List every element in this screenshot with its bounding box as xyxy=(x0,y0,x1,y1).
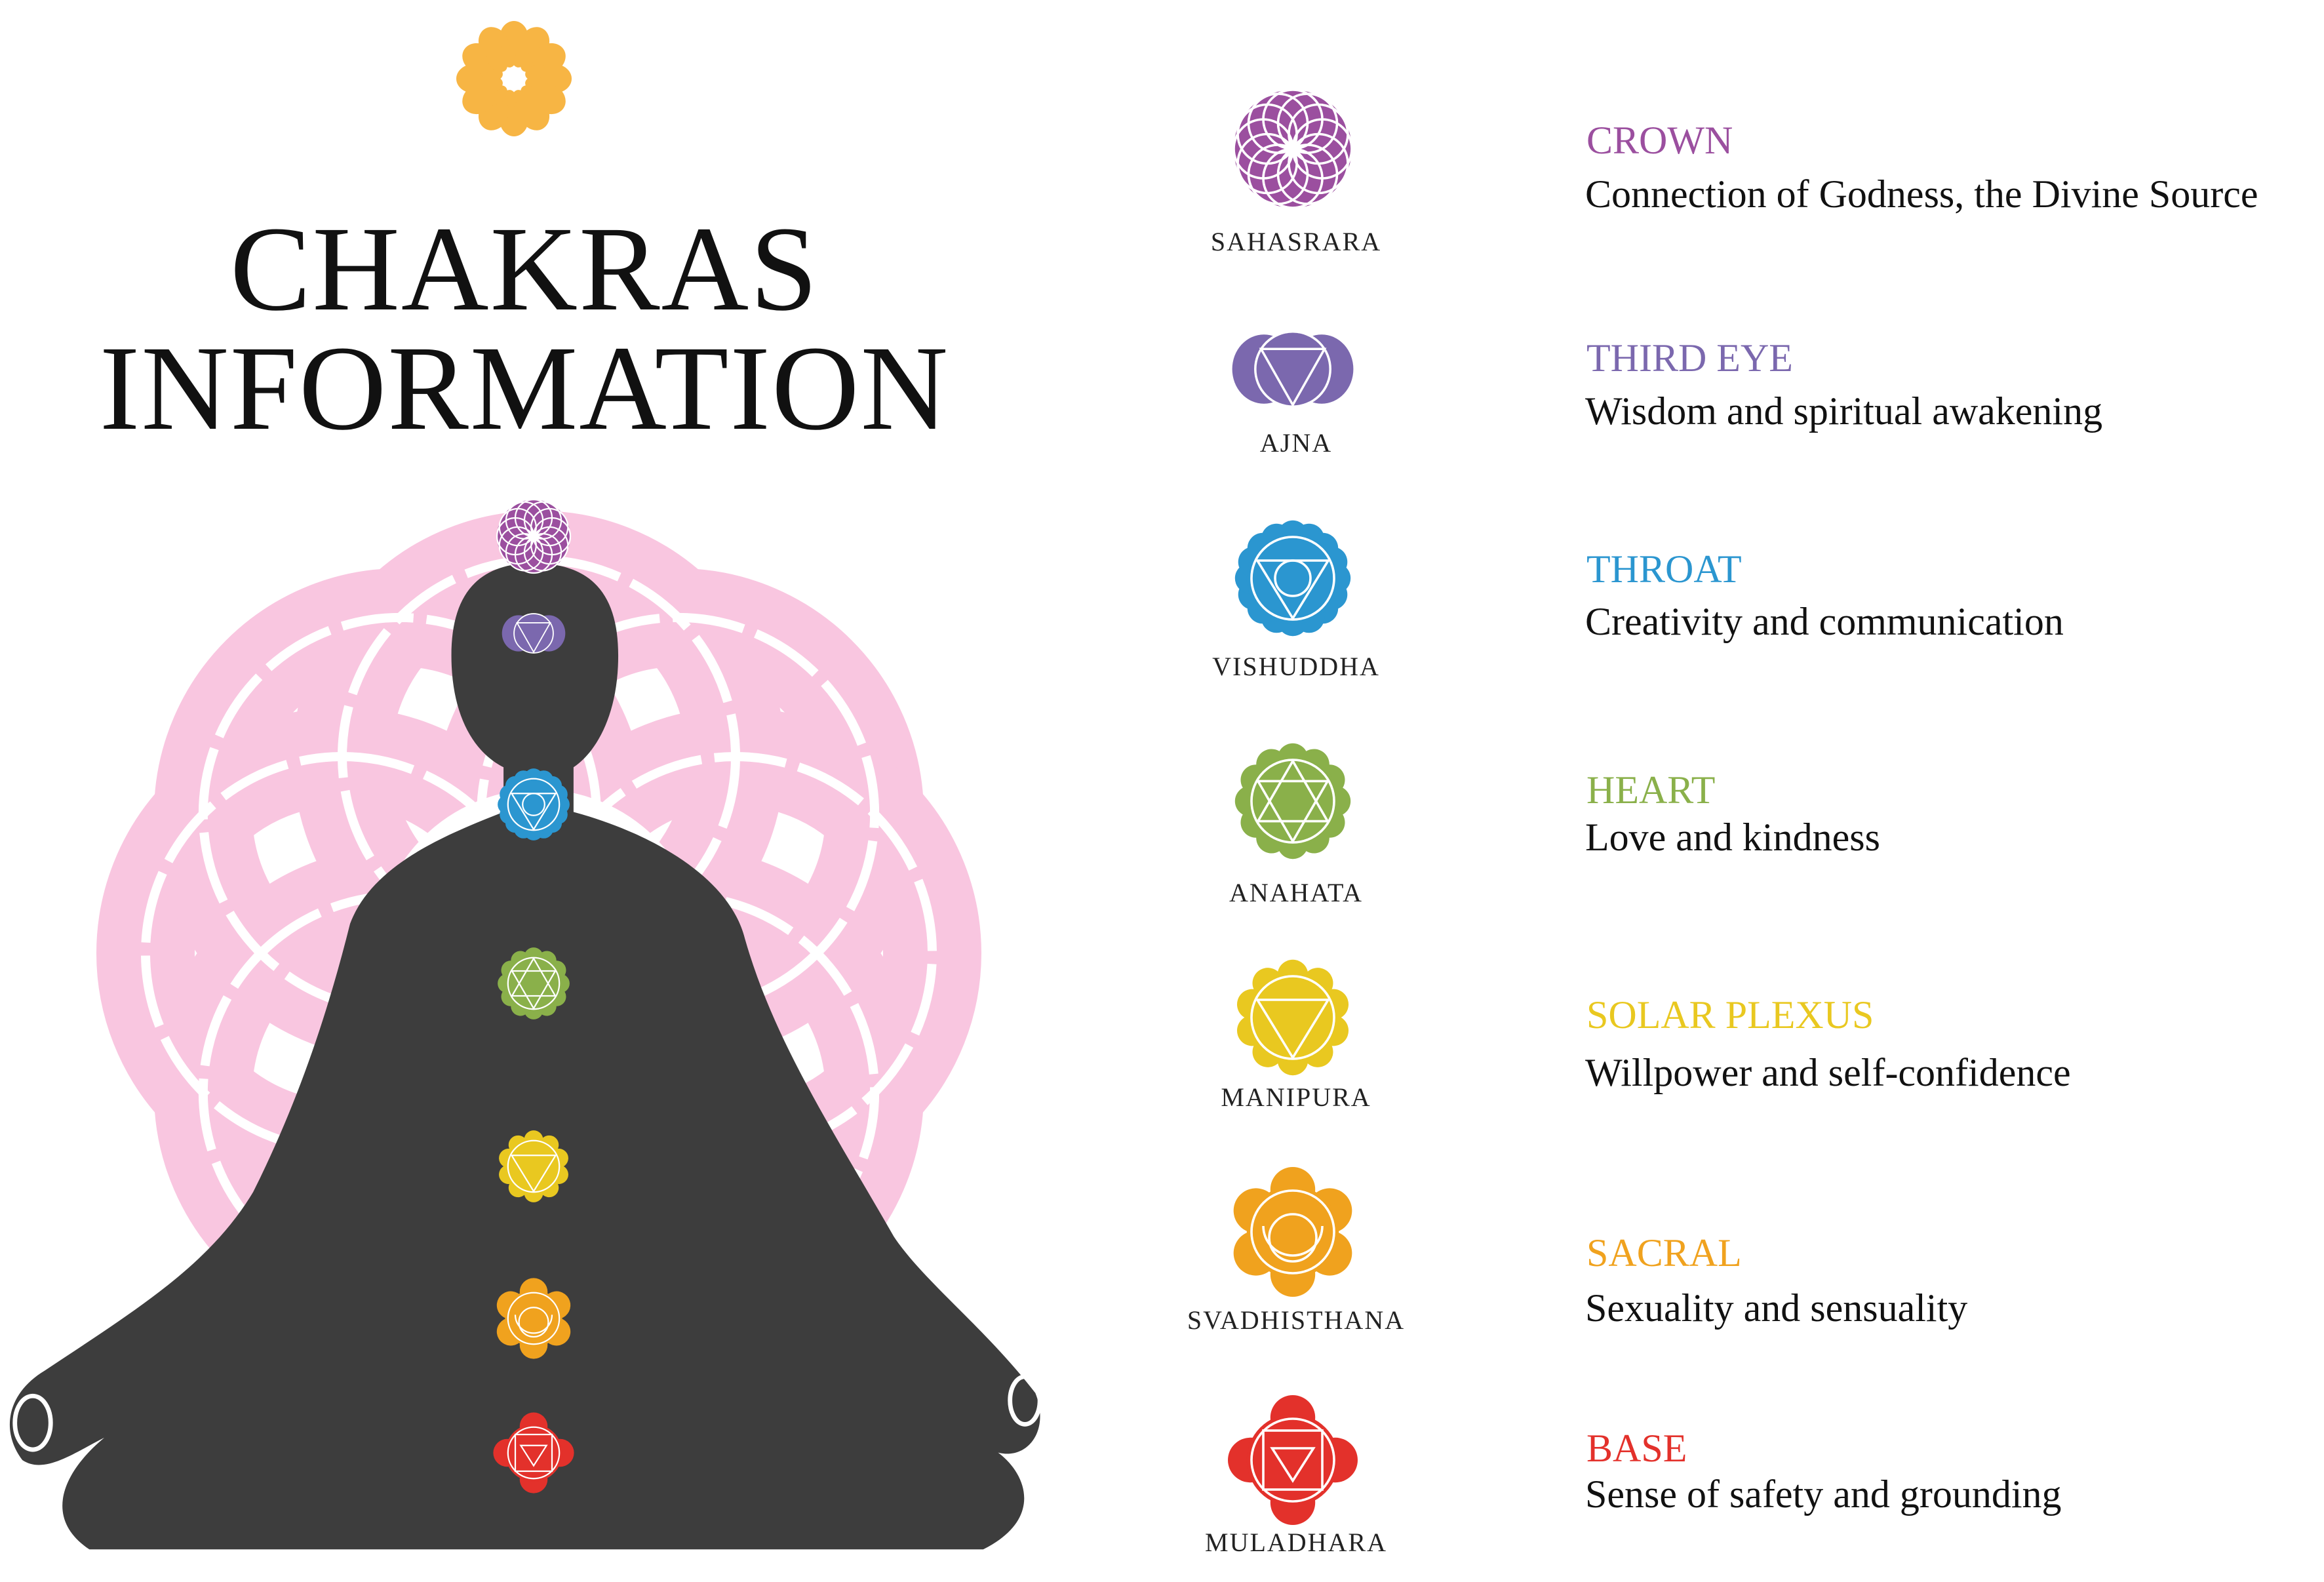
sanskrit-name: MANIPURA xyxy=(1221,1082,1371,1112)
sanskrit-name: AJNA xyxy=(1259,428,1333,458)
body-heart-chakra-icon xyxy=(498,947,570,1019)
chakra-title: SACRAL xyxy=(1586,1231,1742,1275)
chakra-title: BASE xyxy=(1586,1427,1687,1470)
chakra-description: Creativity and communication xyxy=(1585,600,2064,643)
meditating-figure xyxy=(9,563,1042,1550)
chakra-description: Connection of Godness, the Divine Source xyxy=(1585,172,2258,216)
chakra-description: Willpower and self-confidence xyxy=(1585,1051,2071,1094)
body-base-chakra-icon xyxy=(493,1412,574,1493)
sanskrit-name: ANAHATA xyxy=(1229,878,1364,907)
solar-plexus-chakra-icon xyxy=(1236,959,1349,1076)
chakra-title: THROAT xyxy=(1586,547,1742,591)
sanskrit-name: SAHASRARA xyxy=(1210,227,1382,256)
heart-chakra-icon xyxy=(1234,743,1351,860)
throat-chakra-icon xyxy=(1234,520,1351,637)
body-third-eye-chakra-icon xyxy=(502,613,566,654)
crown-chakra-icon xyxy=(1232,89,1353,209)
title-line-1: CHAKRAS xyxy=(229,202,819,336)
title-line-2: INFORMATION xyxy=(99,321,950,456)
sanskrit-name: MULADHARA xyxy=(1205,1528,1387,1557)
sanskrit-name: SVADHISTHANA xyxy=(1187,1305,1406,1335)
body-sacral-chakra-icon xyxy=(496,1278,571,1359)
body-throat-chakra-icon xyxy=(498,768,570,840)
chakra-description: Sense of safety and grounding xyxy=(1585,1473,2062,1516)
chakra-description: Wisdom and spiritual awakening xyxy=(1585,389,2103,433)
chakra-title: HEART xyxy=(1586,768,1716,812)
chakra-title: SOLAR PLEXUS xyxy=(1586,993,1874,1037)
sanskrit-name: VISHUDDHA xyxy=(1212,652,1380,681)
chakra-description: Love and kindness xyxy=(1585,816,1880,859)
body-crown-chakra-icon xyxy=(496,498,572,574)
chakra-description: Sexuality and sensuality xyxy=(1585,1286,1968,1330)
chakra-title: CROWN xyxy=(1586,119,1733,162)
sacral-chakra-icon xyxy=(1233,1167,1352,1297)
third-eye-chakra-icon xyxy=(1232,330,1354,408)
mandala-logo-icon xyxy=(456,21,572,136)
chakra-title: THIRD EYE xyxy=(1586,336,1793,380)
body-solar-plexus-chakra-icon xyxy=(499,1130,568,1202)
base-chakra-icon xyxy=(1228,1395,1358,1525)
